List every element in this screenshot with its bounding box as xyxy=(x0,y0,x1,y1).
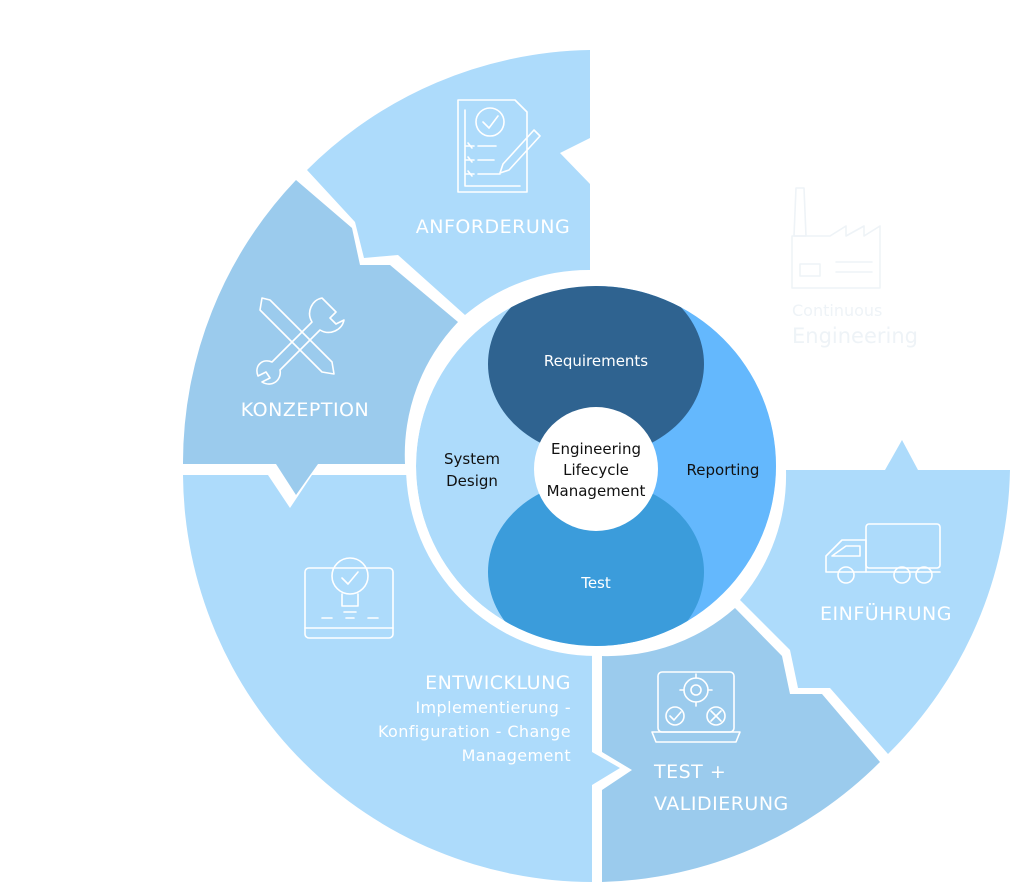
idea-blueprint-icon xyxy=(304,557,394,639)
label-engineering: Engineering xyxy=(792,324,918,348)
sector-test xyxy=(488,480,704,646)
segment-konzeption xyxy=(182,180,458,495)
label-entwicklung-line3: Management xyxy=(462,746,571,765)
label-test-line1: TEST + xyxy=(653,761,726,783)
label-konzeption: KONZEPTION xyxy=(241,399,369,421)
sector-requirements xyxy=(488,286,704,456)
center-label-line3: Management xyxy=(547,482,646,500)
truck-icon xyxy=(825,523,941,584)
label-entwicklung-line1: Implementierung - xyxy=(415,698,571,717)
label-system-design-line2: Design xyxy=(446,472,498,490)
label-reporting: Reporting xyxy=(687,461,760,479)
center-label-line1: Engineering xyxy=(551,440,641,458)
segment-einfuehrung xyxy=(740,440,1010,754)
segment-test-validierung xyxy=(602,608,880,882)
label-test: Test xyxy=(580,574,611,592)
segment-entwicklung xyxy=(183,475,620,882)
label-einfuehrung: EINFÜHRUNG xyxy=(820,602,952,625)
label-entwicklung: ENTWICKLUNG xyxy=(425,672,571,694)
label-anforderung: ANFORDERUNG xyxy=(416,216,570,238)
segment-anforderung xyxy=(307,50,590,315)
factory-icon xyxy=(791,187,881,289)
laptop-gear-icon xyxy=(651,671,741,743)
label-requirements: Requirements xyxy=(544,352,648,370)
label-entwicklung-line2: Konfiguration - Change xyxy=(378,722,571,741)
label-system-design-line1: System xyxy=(444,450,500,468)
center-label-line2: Lifecycle xyxy=(563,461,629,479)
center-circle xyxy=(534,407,658,531)
checklist-document-icon xyxy=(457,99,541,193)
label-continuous: Continuous xyxy=(792,301,882,320)
tools-icon xyxy=(256,297,345,385)
label-test-line2: VALIDIERUNG xyxy=(654,793,789,815)
